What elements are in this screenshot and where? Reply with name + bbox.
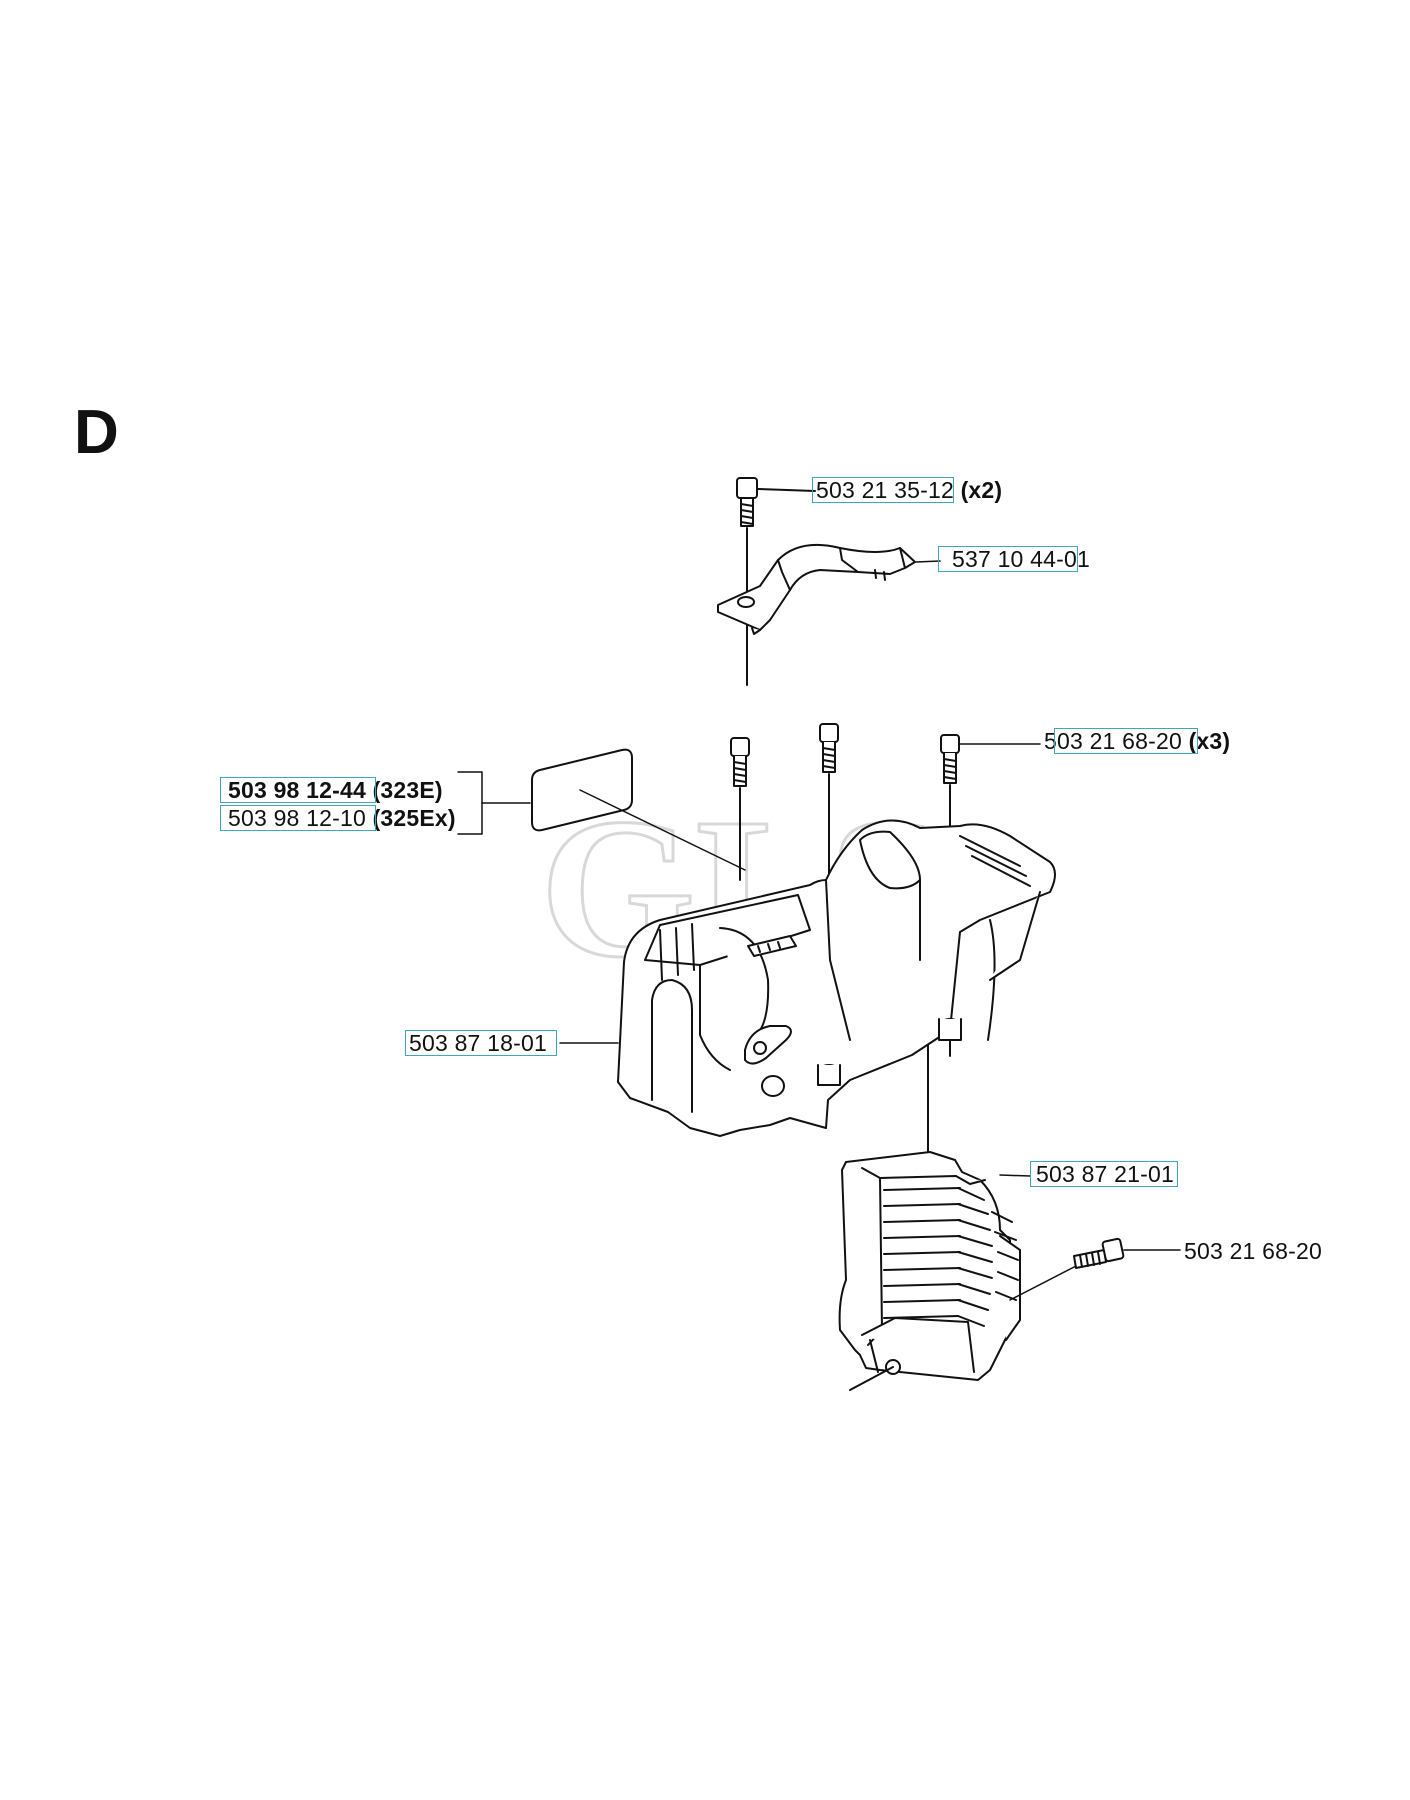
model-name: (325Ex) [372,805,456,831]
bolt-top [736,477,816,527]
bolts-cover [730,723,1041,787]
label-bolt-side: 503 21 68-20 [1184,1238,1322,1265]
part-number: 503 87 21-01 [1036,1161,1174,1187]
model-name: (323E) [372,777,443,803]
label-decal-323e: 503 98 12-44 (323E) [220,777,443,804]
handle-bracket [717,543,941,635]
label-bolt-top: 503 21 35-12 (x2) [812,477,1003,504]
decal [531,748,746,871]
decal-label-bracket [457,771,531,835]
part-number: 503 21 68-20 [1184,1238,1322,1264]
part-number: 503 98 12-44 [228,777,366,803]
bolt-cover-3 [940,734,960,784]
label-bolts-cover: 503 21 68-20 (x3) [1044,728,1230,755]
part-number: 537 10 44-01 [952,546,1090,572]
part-number: 503 21 35-12 [816,477,954,503]
part-number: 503 21 68-20 [1044,728,1182,754]
label-air-guide: 503 87 21-01 [1030,1161,1178,1188]
bolt-cover-2 [819,723,839,773]
label-decal-325ex: 503 98 12-10 (325Ex) [220,805,456,832]
cylinder-cover [559,819,1056,1137]
bolt-side [1009,1237,1181,1301]
part-qty: (x3) [1188,728,1231,754]
bolt-cover-1 [730,737,750,787]
label-cylinder-cover: 503 87 18-01 [405,1030,557,1057]
part-number: 503 98 12-10 [228,805,366,831]
section-letter: D [74,398,119,467]
part-number: 503 87 18-01 [409,1030,547,1056]
part-qty: (x2) [960,477,1003,503]
label-handle-bracket: 537 10 44-01 [938,546,1090,573]
air-guide [838,1151,1031,1391]
